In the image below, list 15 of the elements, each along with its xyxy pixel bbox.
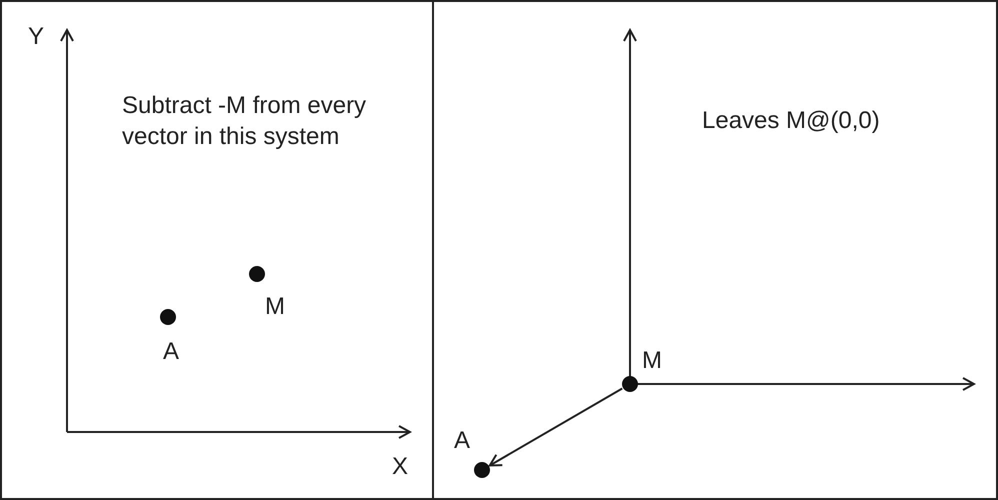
panel-text: Subtract -M from every vector in this system (122, 91, 368, 152)
point-dot (249, 266, 265, 282)
panel-text: Leaves M@(0,0) (702, 106, 881, 136)
axis-label: X (392, 454, 408, 480)
point-dot (622, 376, 638, 392)
panel (432, 0, 998, 500)
point-label: M (265, 294, 285, 320)
point-label: M (642, 348, 662, 374)
point-dot (474, 462, 490, 478)
point-label: A (454, 428, 470, 454)
point-label: A (163, 339, 180, 365)
point-dot (160, 309, 176, 325)
axis-label: Y (28, 24, 44, 50)
arrow (488, 388, 623, 466)
panel (0, 0, 434, 500)
